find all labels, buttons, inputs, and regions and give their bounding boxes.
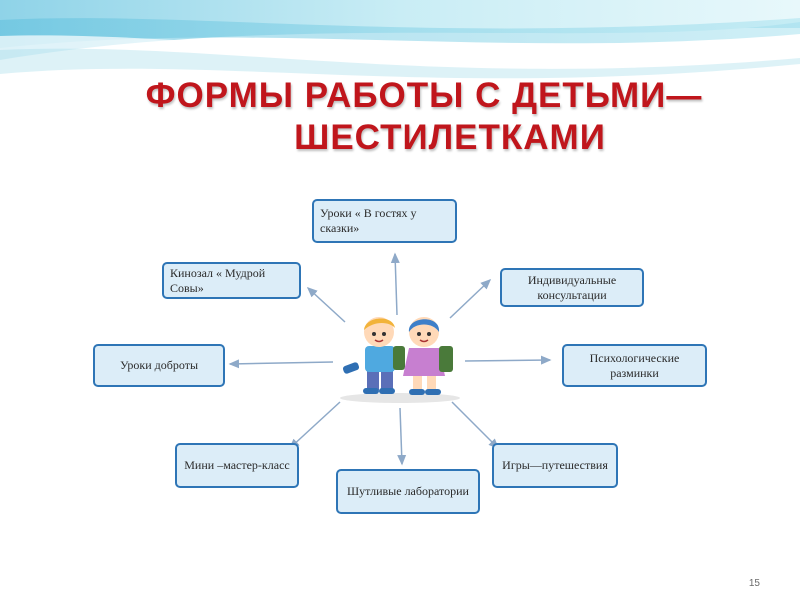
node-psych-warmups: Психологические разминки: [562, 344, 707, 387]
slide-title-line-2: ШЕСТИЛЕТКАМИ: [294, 118, 606, 157]
arrow-to-individual-consultations: [449, 278, 492, 319]
node-psych-warmups-label: Психологические разминки: [589, 350, 680, 380]
node-individual-consultations-label: Индивидуальные консультации: [527, 272, 617, 302]
arrow-to-fairy-tale-lessons: [390, 252, 400, 316]
girl-figure: [403, 317, 453, 395]
slide-title-line-1: ФОРМЫ РАБОТЫ С ДЕТЬМИ—: [145, 76, 703, 115]
page-number: 15: [748, 578, 760, 589]
node-fairy-tale-lessons: Уроки « В гостях у сказки»: [312, 199, 457, 243]
node-travel-games: Игры—путешествия: [492, 443, 618, 488]
arrow-to-travel-games: [451, 401, 500, 450]
node-kindness-lessons: Уроки доброты: [93, 344, 225, 387]
node-mini-master-class: Мини –мастер-класс: [175, 443, 299, 488]
boy-figure: [342, 317, 405, 394]
arrow-to-cinema-owl: [306, 286, 346, 323]
arrow-to-kindness-lessons: [228, 359, 334, 369]
node-kindness-lessons-label: Уроки доброты: [119, 358, 199, 372]
node-fun-labs: Шутливые лаборатории: [336, 469, 480, 514]
arrow-to-fun-labs: [397, 407, 407, 466]
node-travel-games-label: Игры—путешествия: [502, 458, 608, 472]
node-individual-consultations: Индивидуальные консультации: [500, 268, 644, 307]
header-wave-decoration: [0, 0, 800, 79]
node-mini-master-class-label: Мини –мастер-класс: [184, 458, 290, 472]
node-fun-labs-label: Шутливые лаборатории: [347, 484, 469, 498]
node-cinema-owl: Кинозал « Мудрой Совы»: [162, 262, 301, 299]
node-cinema-owl-label: Кинозал « Мудрой Совы»: [170, 265, 266, 295]
arrow-to-mini-master-class: [288, 401, 341, 450]
arrow-to-psych-warmups: [464, 355, 552, 365]
children-illustration: [340, 317, 460, 403]
node-fairy-tale-lessons-label: Уроки « В гостях у сказки»: [320, 206, 417, 235]
